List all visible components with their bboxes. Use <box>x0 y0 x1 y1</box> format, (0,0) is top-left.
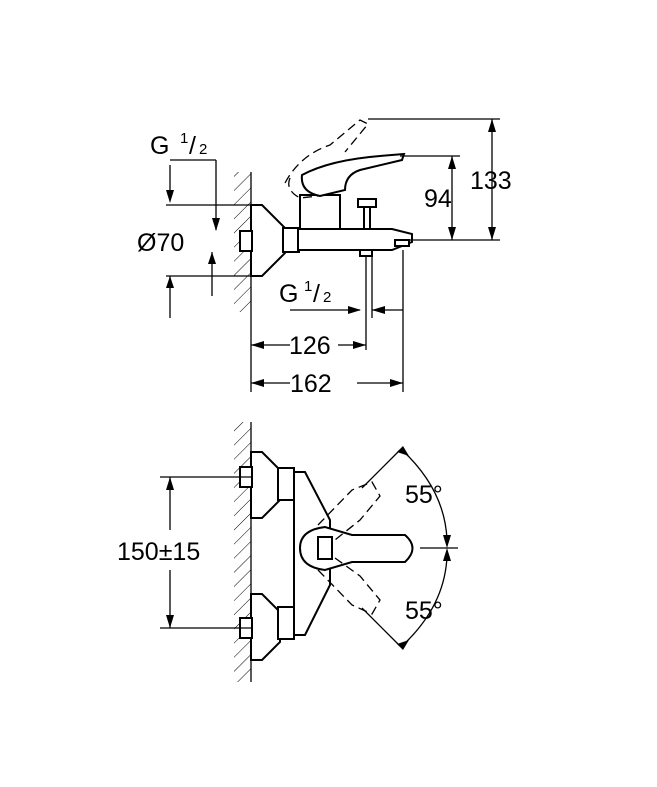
thread-bottom-sub: 2 <box>323 289 331 306</box>
thread-top-sup: 1 <box>180 130 188 147</box>
arrow-thread-bottom-l <box>348 306 361 314</box>
lever-cap <box>317 536 333 560</box>
angle-bottom-label: 55° <box>405 597 443 625</box>
arrow-162-l <box>251 379 264 387</box>
diverter-knob <box>357 198 377 208</box>
thread-top-main: G <box>150 132 169 160</box>
side-view: G 1 / 2 Ø70 94 133 G 1 / 2 <box>137 118 512 398</box>
arrow-thread-top <box>166 190 174 203</box>
diverter-stem <box>363 206 371 230</box>
arrow-dia-bottom <box>166 276 174 288</box>
connector-nut-side <box>282 227 300 253</box>
cartridge-housing <box>299 194 341 230</box>
arrow-spacing-top <box>166 477 174 490</box>
arrow-126-l <box>251 341 264 349</box>
nut-upper <box>277 467 295 501</box>
diameter-label: Ø70 <box>137 229 184 257</box>
wall-nipple-side <box>239 230 253 252</box>
arrow-94-bottom <box>448 227 456 240</box>
arrow-thread-top-2 <box>212 218 220 231</box>
arrow-133-top <box>488 119 496 132</box>
spout-tip-side <box>394 239 410 247</box>
arrow-dia-inner <box>208 252 216 264</box>
spacing-label: 150±15 <box>117 538 200 566</box>
angle-arc-bottom <box>401 555 448 647</box>
angle-top-label: 55° <box>405 481 443 509</box>
thread-top-sub: 2 <box>199 141 207 158</box>
arrow-angle-bottom-2 <box>443 548 451 561</box>
arrow-133-bottom <box>488 227 496 240</box>
lever-side <box>300 152 406 198</box>
angle-arc-top <box>401 449 448 541</box>
thread-top-slash: / <box>189 132 196 160</box>
dim-133-label: 133 <box>470 167 512 195</box>
arrow-thread-bottom-r <box>372 306 385 314</box>
lever-dashed-down <box>288 177 319 199</box>
dim-126-label: 126 <box>289 332 331 360</box>
rosette-lower <box>250 593 281 661</box>
arrow-angle-top-2 <box>443 535 451 548</box>
rosette-side <box>250 204 286 277</box>
lever-dashed-rot-down <box>317 557 381 615</box>
lever-dashed-rot-up <box>317 481 381 541</box>
thread-bottom-sup: 1 <box>304 278 312 295</box>
arrow-162-r <box>390 379 403 387</box>
dim-162-label: 162 <box>290 370 332 398</box>
angle-line-bottom <box>361 607 401 647</box>
arrow-126-r <box>353 341 366 349</box>
arrow-94-top <box>448 156 456 169</box>
arrow-angle-top <box>397 446 409 456</box>
thread-bottom-slash: / <box>313 280 320 308</box>
lever-top <box>298 525 414 572</box>
top-view: 55° 55° 150±15 <box>117 422 458 682</box>
rosette-upper <box>250 451 281 519</box>
mixer-body-side <box>297 228 413 251</box>
lever-dashed-up <box>284 119 370 184</box>
spout-outlet-side <box>359 249 373 257</box>
dim-94-label: 94 <box>424 185 452 213</box>
arrow-angle-bottom <box>397 640 409 650</box>
angle-line-top <box>361 449 401 489</box>
wall-hatch-top <box>234 422 251 682</box>
arrow-spacing-bottom <box>166 615 174 628</box>
nut-lower <box>277 606 295 640</box>
thread-bottom-main: G <box>279 280 298 308</box>
